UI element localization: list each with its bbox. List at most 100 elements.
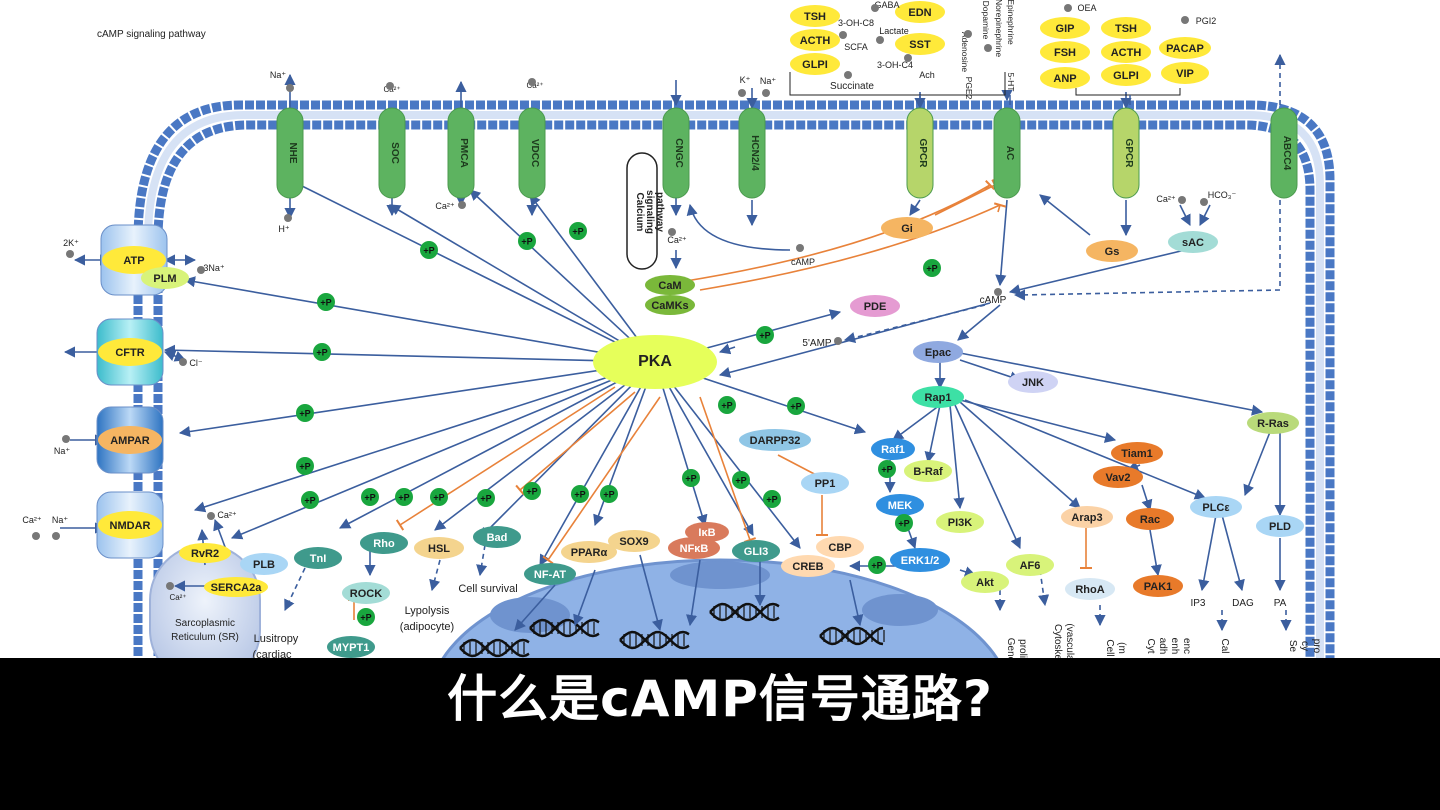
pka-target-arrow bbox=[193, 361, 656, 513]
epac-to-rras bbox=[959, 352, 1264, 416]
molecule-dot bbox=[984, 44, 992, 52]
outcome-cytoske-adhesion: enc bbox=[1181, 638, 1192, 654]
activation-arrow bbox=[1141, 484, 1153, 512]
pka-target-arrow bbox=[654, 361, 801, 549]
phospho-label: +P bbox=[685, 474, 696, 484]
sr-label-1: Sarcoplasmic bbox=[175, 618, 235, 629]
epac-to-jnk bbox=[959, 359, 1022, 383]
outcome-m: (m bbox=[1116, 642, 1127, 654]
pka-target-arrow bbox=[469, 189, 656, 363]
molecule-dot bbox=[1064, 4, 1072, 12]
phospho-badge: +P bbox=[395, 488, 413, 506]
molecule-dot bbox=[284, 214, 292, 222]
node-anp: ANP bbox=[1040, 67, 1090, 89]
node-tiam1: Tiam1 bbox=[1111, 442, 1163, 464]
gpcr-gi bbox=[909, 199, 921, 216]
node-cam: CaM bbox=[645, 275, 695, 295]
molecule-dot bbox=[179, 358, 187, 366]
phospho-label: +P bbox=[299, 409, 310, 419]
node-glpi: GLPI bbox=[790, 53, 840, 75]
outcome-cytoske-adhesion: adh bbox=[1157, 638, 1168, 655]
node-sst: SST bbox=[895, 33, 945, 55]
outcome-cytoske: Cytoske bbox=[1052, 624, 1063, 658]
ion-h: H⁺ bbox=[278, 224, 289, 234]
node-label: PAK1 bbox=[1144, 581, 1173, 593]
node-ip3: IP3 bbox=[1190, 598, 1205, 609]
subtitle-text: 什么是cAMP信号通路? bbox=[447, 670, 993, 728]
node-label: TnI bbox=[310, 553, 327, 565]
activation-arrow bbox=[1243, 431, 1271, 497]
activation-arrow bbox=[949, 404, 965, 510]
pka-target-arrow bbox=[389, 204, 656, 363]
node-nfb: NFκB bbox=[668, 537, 720, 559]
activation-arrow bbox=[892, 404, 941, 441]
calcium-box-line: pathway bbox=[654, 192, 665, 232]
phospho-label: +P bbox=[574, 490, 585, 500]
calcium-box-line: signaling bbox=[644, 190, 655, 234]
node-glpi-2: GLPI bbox=[1101, 64, 1151, 86]
ion-na: Na⁺ bbox=[52, 515, 69, 525]
phospho-badge: +P bbox=[878, 460, 896, 478]
channel-label: ABCC4 bbox=[1281, 136, 1292, 171]
camp-to-hcn bbox=[686, 203, 791, 251]
node-mek: MEK bbox=[876, 494, 924, 516]
phospho-label: +P bbox=[316, 348, 327, 358]
activation-arrow bbox=[1038, 569, 1050, 607]
outcome-prolif: prolif bbox=[1017, 639, 1028, 658]
outcome-calcium: Cal bbox=[1219, 638, 1230, 653]
channel-label: NHE bbox=[287, 142, 298, 163]
ion-camp: cAMP bbox=[791, 257, 815, 267]
channel-label: AC bbox=[1004, 146, 1015, 160]
channel-atp-label: ATP bbox=[123, 255, 144, 267]
channel-soc: SOC bbox=[378, 107, 406, 199]
molecule-dot bbox=[166, 582, 174, 590]
phospho-label: +P bbox=[871, 561, 882, 571]
outcome-secretion: pro bbox=[1311, 639, 1322, 654]
phospho-label: +P bbox=[480, 494, 491, 504]
activation-arrow bbox=[959, 399, 1117, 443]
node-label: PDE bbox=[864, 301, 887, 313]
node-plc: PLCε bbox=[1190, 496, 1242, 518]
ion-ca: Ca²⁺ bbox=[1156, 194, 1176, 204]
tf-to-dna bbox=[514, 584, 556, 631]
channel-label: GPCR bbox=[1123, 139, 1134, 169]
node-label: ERK1/2 bbox=[901, 555, 940, 567]
channel-cftr-label: CFTR bbox=[115, 347, 144, 359]
pka-target-arrow bbox=[434, 361, 656, 531]
node-label: ACTH bbox=[1111, 47, 1142, 59]
pka-target-arrow bbox=[183, 276, 656, 363]
node-jnk: JNK bbox=[1008, 371, 1058, 393]
node-pi3k: PI3K bbox=[936, 511, 984, 533]
node-edn: EDN bbox=[895, 1, 945, 23]
phospho-badge: +P bbox=[718, 396, 736, 414]
abcc4-link bbox=[1019, 200, 1281, 296]
phospho-badge: +P bbox=[420, 241, 438, 259]
channel-label: PMCA bbox=[458, 138, 469, 167]
molecule-dot bbox=[62, 435, 70, 443]
dna-helices bbox=[459, 602, 885, 658]
node-pde: PDE bbox=[850, 295, 900, 317]
node-label: GLI3 bbox=[744, 546, 768, 558]
node-raf1: Raf1 bbox=[871, 438, 915, 460]
diagram-texts: cAMP signaling pathway GABA3-OH-C8SCFALa… bbox=[22, 0, 1322, 663]
phospho-label: +P bbox=[766, 495, 777, 505]
ion-na: Na⁺ bbox=[54, 446, 71, 456]
gs-to-ac bbox=[1039, 194, 1091, 236]
cam-to-ac bbox=[679, 184, 991, 283]
molecule-dot bbox=[964, 30, 972, 38]
node-label: ACTH bbox=[800, 35, 831, 47]
pka-target-arrow bbox=[529, 194, 656, 363]
phospho-badge: +P bbox=[296, 404, 314, 422]
node-label: Rac bbox=[1140, 514, 1160, 526]
ion-k: K⁺ bbox=[740, 75, 751, 85]
pka-target-arrow bbox=[654, 361, 708, 527]
pka-target-arrow bbox=[654, 361, 754, 536]
node-vav2: Vav2 bbox=[1093, 466, 1143, 488]
ligand-3ohc4: 3-OH-C4 bbox=[877, 60, 913, 70]
node-plb: PLB bbox=[240, 553, 288, 575]
node-label: IκB bbox=[698, 527, 715, 539]
tf-to-dna bbox=[685, 559, 701, 627]
phospho-label: +P bbox=[603, 490, 614, 500]
pka-target-arrow bbox=[339, 361, 656, 529]
